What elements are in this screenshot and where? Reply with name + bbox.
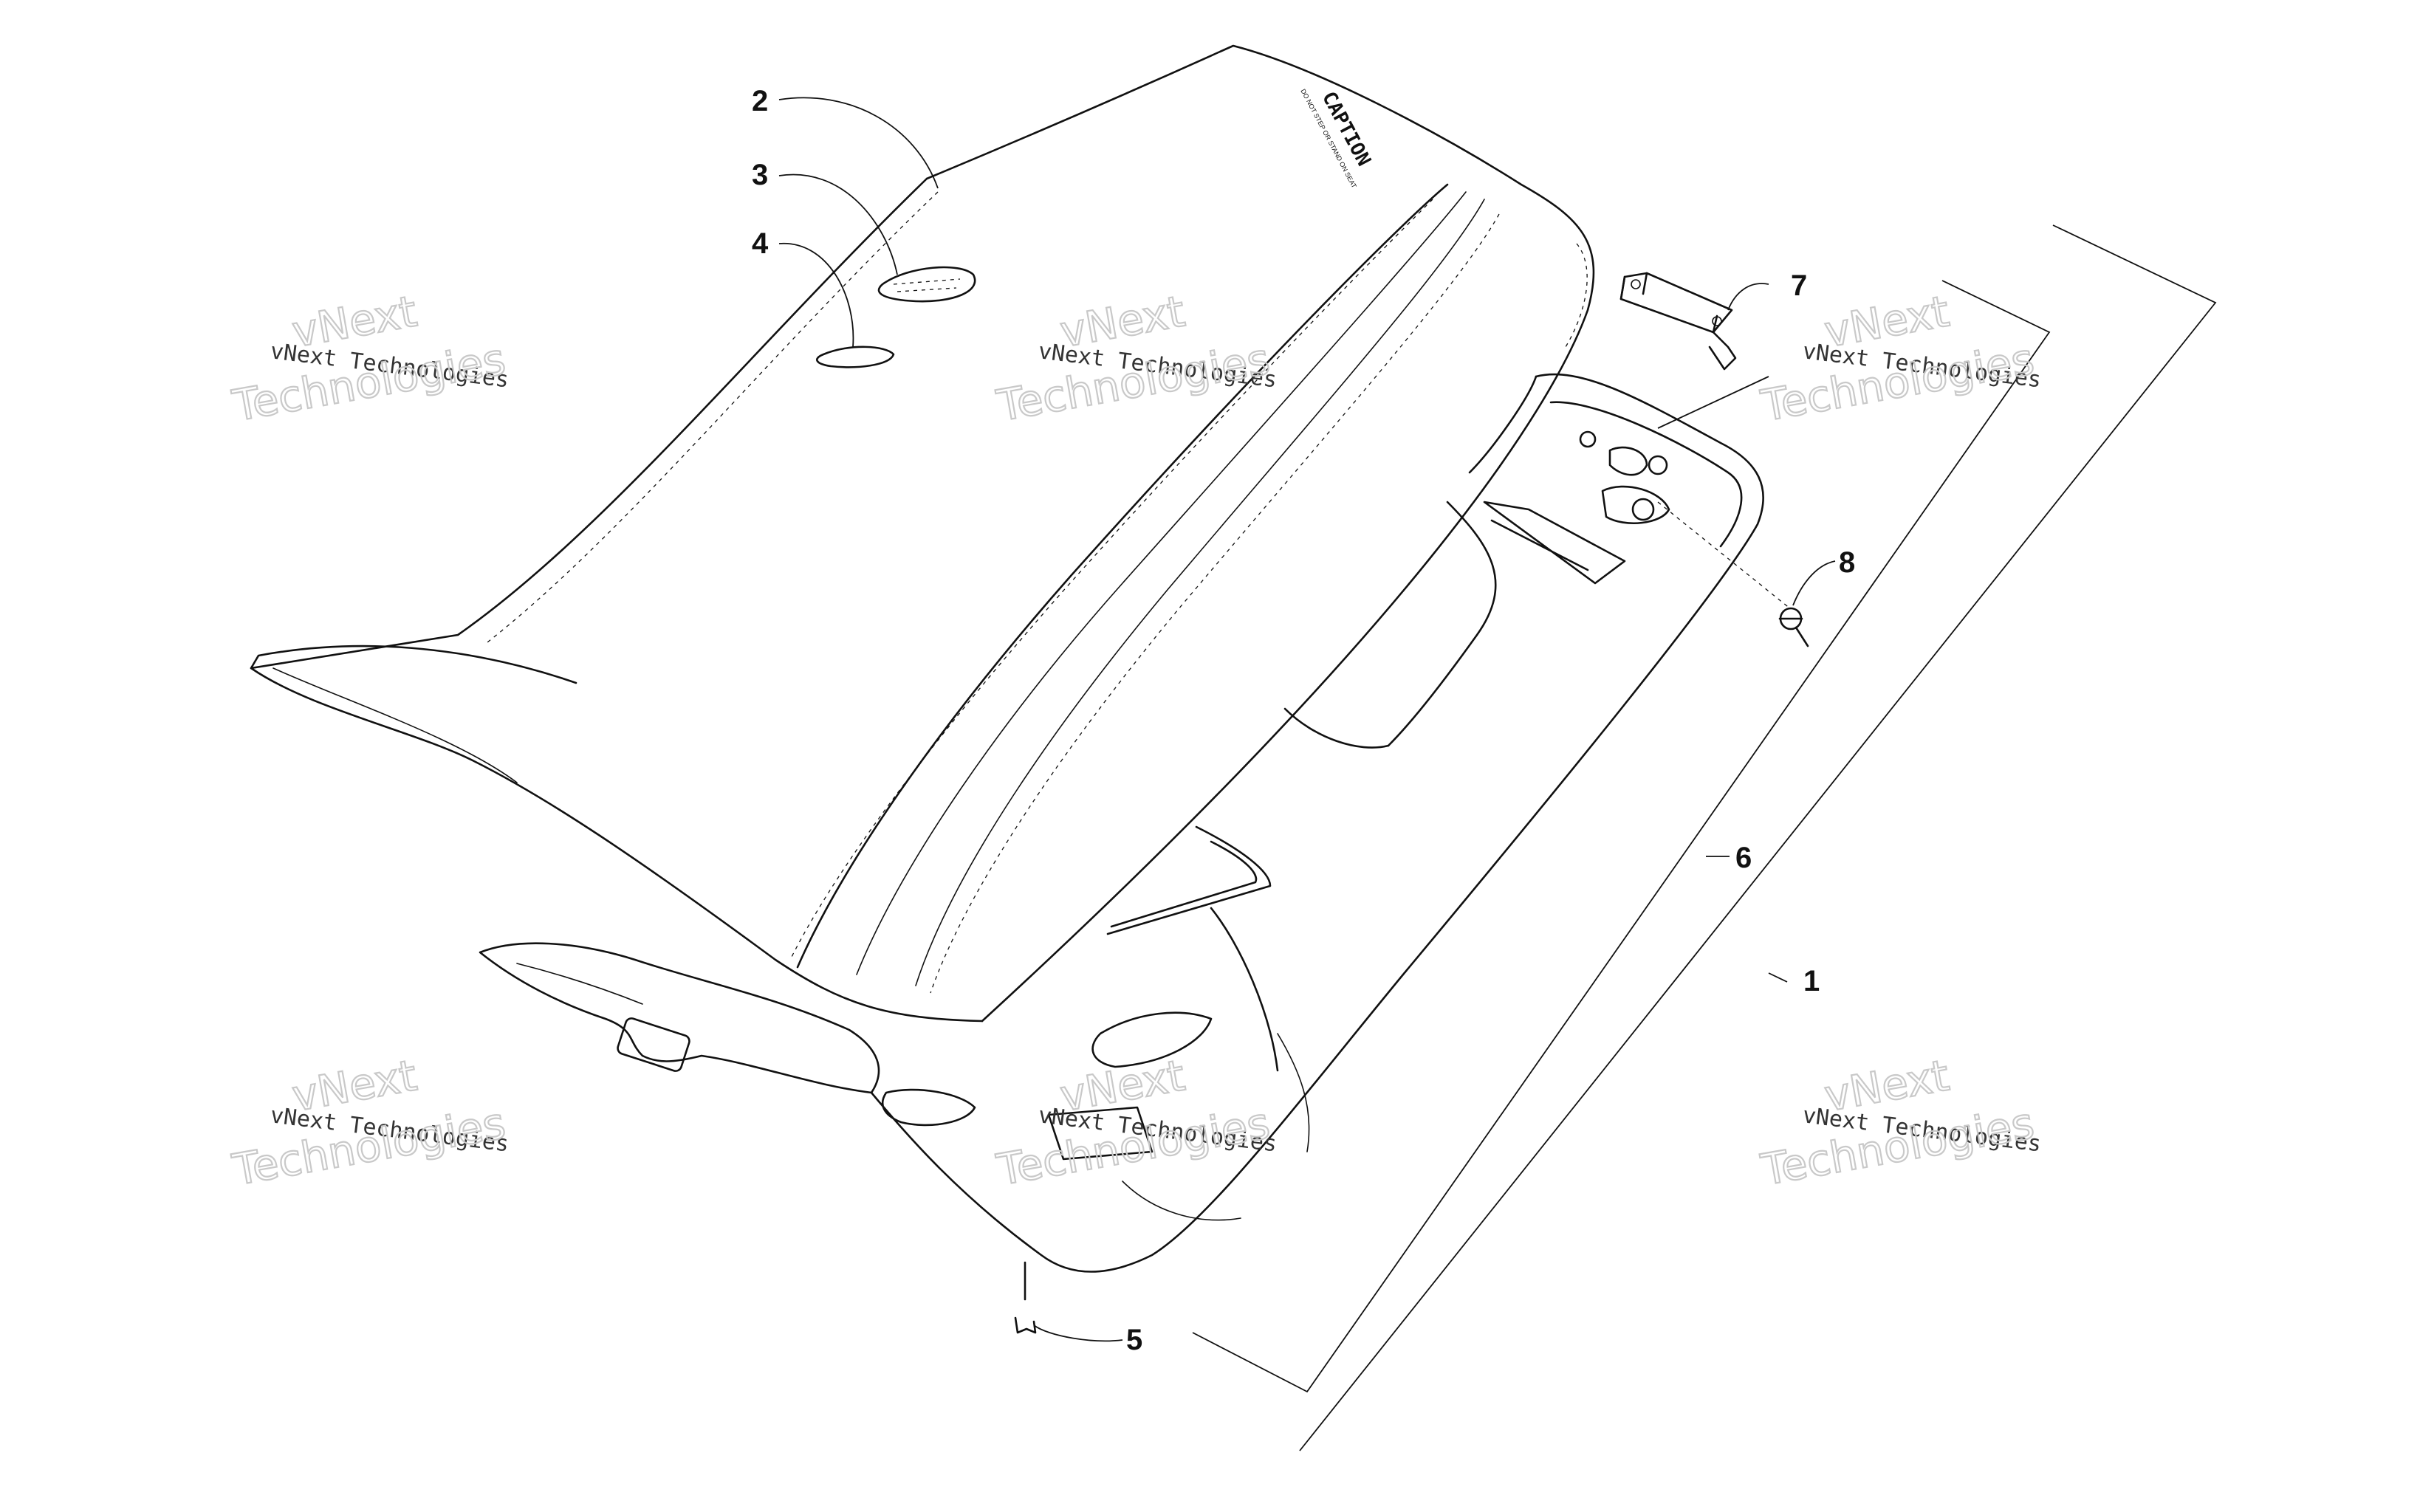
watermark-big-line2: Technologies bbox=[993, 334, 1274, 431]
seat-base-drawing bbox=[479, 373, 1764, 1273]
decal-4 bbox=[815, 346, 895, 368]
callout-7: 7 bbox=[1791, 269, 1807, 302]
watermark-big-line1: vNext bbox=[1821, 286, 1953, 357]
callout-8: 8 bbox=[1839, 546, 1855, 579]
leader-7b bbox=[1657, 376, 1769, 429]
callout-1: 1 bbox=[1803, 965, 1820, 997]
push-pin bbox=[1778, 607, 1809, 647]
leader-7 bbox=[1727, 283, 1769, 311]
leader-7c bbox=[1657, 501, 1792, 610]
callout-5: 5 bbox=[1126, 1324, 1142, 1356]
leader-8 bbox=[1792, 560, 1836, 606]
seat-logo: CAPTION DO NOT STEP OR STAND ON SEAT bbox=[1299, 88, 1374, 190]
watermark-big-line2: Technologies bbox=[1758, 1098, 2038, 1195]
watermark-big-line2: Technologies bbox=[1758, 334, 2038, 431]
seat-cover-drawing: CAPTION DO NOT STEP OR STAND ON SEAT bbox=[250, 44, 1595, 1023]
decal-3-texture bbox=[893, 278, 961, 292]
leader-1 bbox=[1768, 972, 1788, 983]
assembly-bracket-6 bbox=[1192, 280, 2051, 1393]
leader-2 bbox=[778, 97, 939, 189]
watermark-big-line1: vNext bbox=[1057, 286, 1189, 357]
watermark-big-line1: vNext bbox=[1057, 1050, 1189, 1121]
watermark-big-line1: vNext bbox=[289, 286, 421, 357]
leader-5 bbox=[1033, 1324, 1123, 1342]
clip-fastener bbox=[1014, 1261, 1037, 1334]
callout-3: 3 bbox=[752, 159, 768, 191]
callout-6: 6 bbox=[1735, 842, 1752, 874]
watermark-big-line1: vNext bbox=[1821, 1050, 1953, 1121]
leader-3 bbox=[778, 173, 898, 275]
leader-4 bbox=[778, 243, 854, 348]
watermark-bottom-right: vNext Technologies vNext Technologies bbox=[1757, 1049, 2043, 1196]
watermark-top-center: vNext Technologies vNext Technologies bbox=[993, 285, 1278, 432]
watermark-big-line1: vNext bbox=[289, 1050, 421, 1121]
assembly-bracket-1 bbox=[1299, 224, 2217, 1451]
watermark-bottom-left: vNext Technologies vNext Technologies bbox=[228, 1049, 510, 1196]
decal-3 bbox=[877, 266, 976, 303]
watermark-bottom-center: vNext Technologies vNext Technologies bbox=[993, 1049, 1278, 1196]
watermark-top-left: vNext Technologies vNext Technologies bbox=[228, 285, 510, 432]
callout-4: 4 bbox=[752, 227, 769, 260]
callout-2: 2 bbox=[752, 85, 768, 117]
latch-bracket bbox=[1619, 272, 1737, 371]
